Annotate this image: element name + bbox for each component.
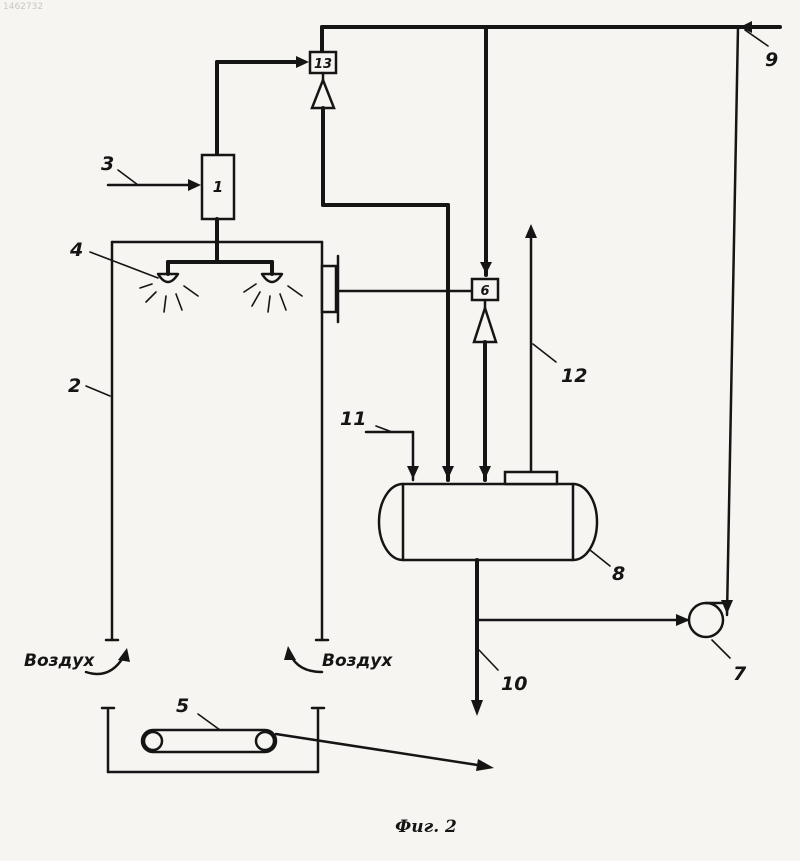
label-13: 13	[314, 57, 332, 72]
label-12: 12	[561, 365, 587, 387]
line-9-header-pipe	[322, 21, 780, 52]
label-2: 2	[68, 375, 81, 397]
chamber-2	[106, 242, 328, 640]
label-1: 1	[213, 178, 223, 196]
label-8: 8	[612, 563, 625, 585]
label-11: 11	[340, 408, 366, 430]
label-7: 7	[733, 663, 747, 685]
feed-3-pipe	[108, 170, 201, 191]
label-6: 6	[480, 284, 489, 299]
label-3: 3	[101, 153, 114, 175]
vent-12-pipe	[525, 224, 556, 474]
air-inlet-right	[284, 646, 322, 672]
header-to-ejector-6-pipe	[480, 27, 492, 275]
separator-1-to-ejector-13-pipe	[217, 56, 309, 155]
tank-8	[379, 472, 597, 560]
ejector-6: 6	[472, 279, 498, 480]
unit-1: 1	[202, 155, 234, 262]
pump-7	[689, 603, 730, 658]
feed-11-pipe	[366, 426, 419, 480]
label-5: 5	[176, 695, 189, 717]
leader-2	[86, 386, 110, 396]
document-id-watermark: 1462732	[3, 2, 43, 12]
header-to-pump-7-pipe	[721, 27, 738, 615]
outlet-10-pipe	[471, 560, 498, 716]
label-4: 4	[69, 239, 83, 261]
chamber-side-port	[322, 256, 338, 322]
label-10: 10	[501, 673, 527, 695]
air-label-left: Воздух	[24, 651, 95, 671]
spray-nozzles-4	[140, 262, 302, 312]
leader-8	[590, 550, 610, 566]
ejector-13: 13	[310, 52, 336, 108]
figure-caption: Фиг. 2	[395, 817, 457, 837]
leader-4	[90, 252, 158, 278]
recycle-to-pump-7-pipe	[477, 614, 690, 626]
air-label-right: Воздух	[322, 651, 393, 671]
label-9: 9	[765, 49, 778, 71]
